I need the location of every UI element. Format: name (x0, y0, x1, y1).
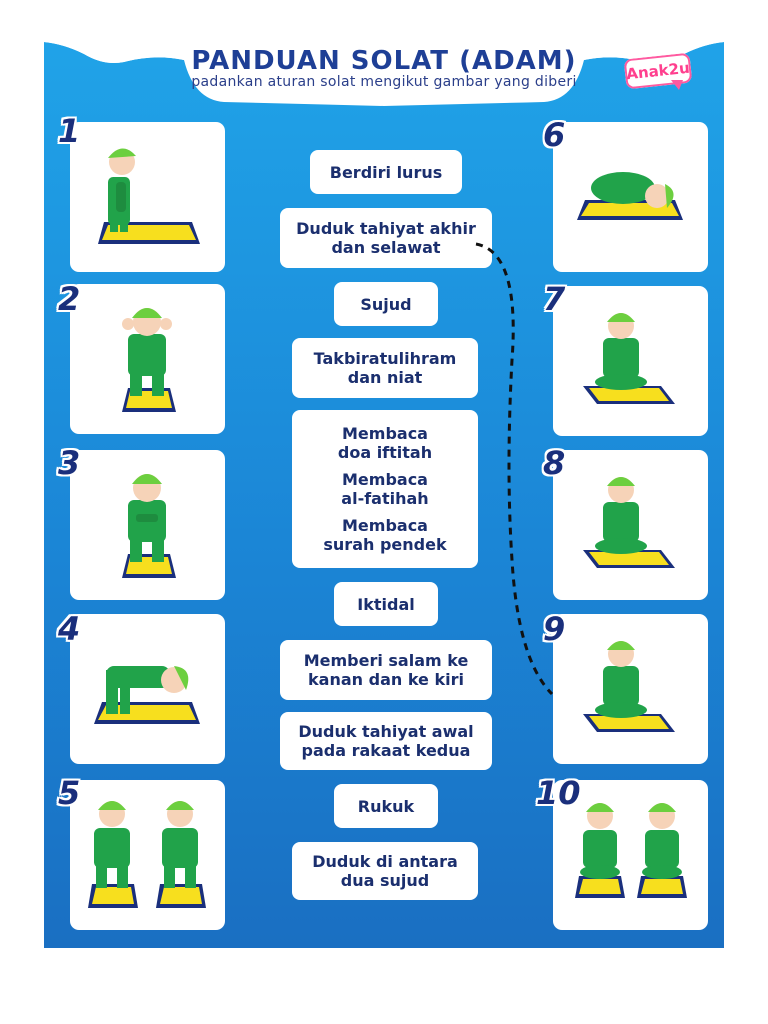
picture-card-9 (553, 614, 708, 764)
number-5: 5 (58, 774, 81, 812)
picture-card-7 (553, 286, 708, 436)
step-label-rukuk[interactable]: Rukuk (334, 784, 438, 828)
standing-side-figure (98, 148, 200, 244)
picture-card-6 (553, 122, 708, 272)
number-1: 1 (58, 112, 81, 150)
number-7: 7 (543, 280, 566, 318)
sitting-figure-7 (583, 313, 675, 404)
picture-card-3 (70, 450, 225, 600)
picture-card-4 (70, 614, 225, 764)
number-6: 6 (543, 116, 566, 154)
sitting-figure-9 (583, 641, 675, 732)
takbir-figure (122, 308, 176, 412)
number-10: 10 (536, 774, 581, 812)
salam-pair-figure (88, 801, 206, 908)
number-8: 8 (543, 444, 566, 482)
number-2: 2 (58, 280, 81, 318)
picture-card-2 (70, 284, 225, 434)
number-4: 4 (58, 610, 81, 648)
page-subtitle: padankan aturan solat mengikut gambar ya… (191, 74, 577, 90)
picture-card-10 (553, 780, 708, 930)
logo-speech-tail (671, 80, 683, 90)
qiyam-figure (122, 474, 176, 578)
brand-logo: Anak2u (623, 52, 695, 92)
step-label-sujud[interactable]: Sujud (334, 282, 438, 326)
page-title: PANDUAN SOLAT (ADAM) (191, 46, 577, 76)
number-9: 9 (543, 610, 566, 648)
step-label-iktidal[interactable]: Iktidal (334, 582, 438, 626)
picture-card-1 (70, 122, 225, 272)
number-3: 3 (58, 444, 81, 482)
header-wave-banner (44, 40, 724, 106)
picture-card-5 (70, 780, 225, 930)
step-label-berdiri-lurus[interactable]: Berdiri lurus (310, 150, 462, 194)
picture-card-8 (553, 450, 708, 600)
sujud-figure (577, 172, 683, 220)
salam-sitting-pair-figure (575, 803, 687, 898)
rukuk-figure (94, 666, 200, 724)
sitting-figure-8 (583, 477, 675, 568)
